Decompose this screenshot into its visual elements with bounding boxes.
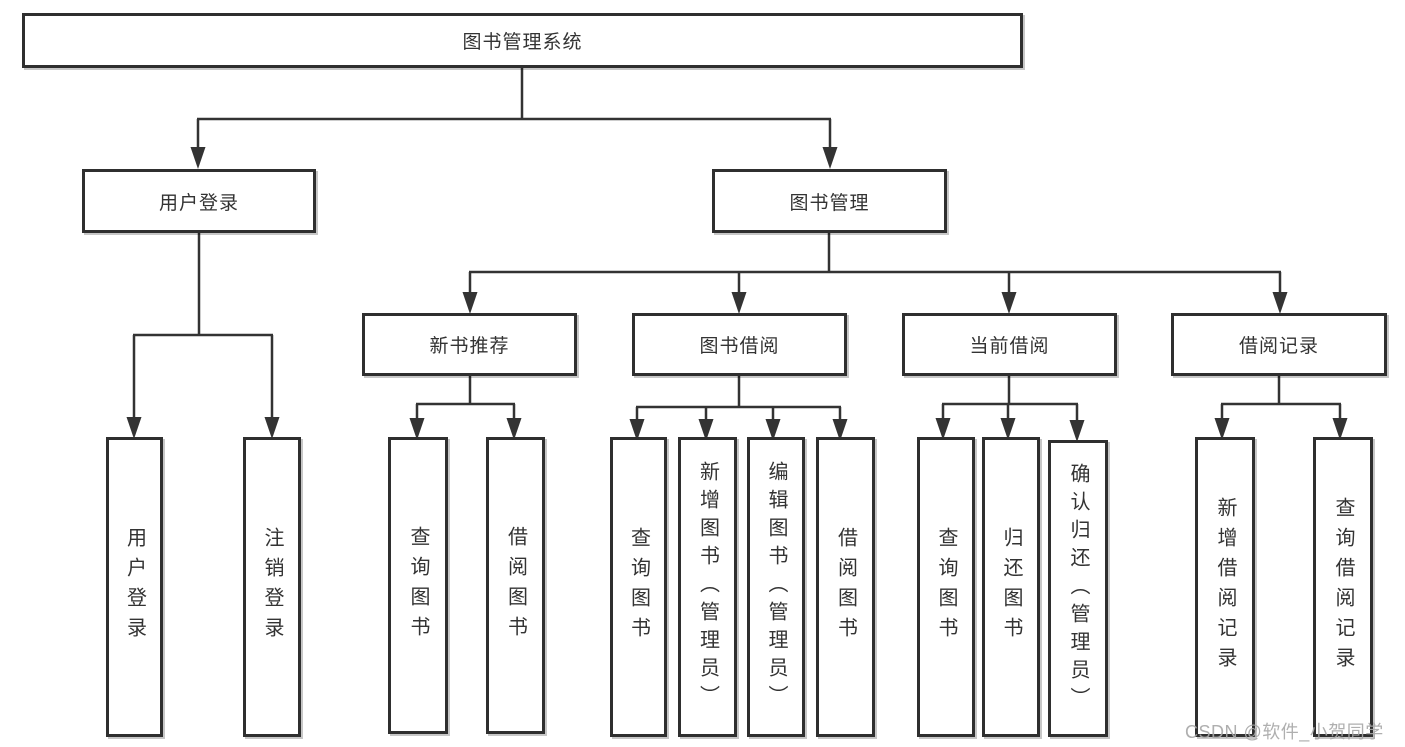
node-br-add-record: 新增借阅记录: [1195, 437, 1255, 737]
node-cb-query-books-label: 查询图书: [935, 527, 957, 647]
node-nb-borrow-books: 借阅图书: [486, 437, 545, 734]
node-nb-query-books-label: 查询图书: [407, 525, 429, 646]
node-br-query-record-label: 查询借阅记录: [1332, 497, 1354, 677]
node-user-login-label: 用户登录: [123, 527, 146, 647]
node-bb-add-books-admin-label: 新增图书（管理员）: [696, 461, 719, 713]
csdn-watermark: CSDN @软件_小贺同学: [1185, 722, 1384, 742]
node-bb-edit-books-admin: 编辑图书（管理员）: [747, 437, 805, 737]
arrowheads: [126, 147, 1348, 442]
node-cb-return-books-label: 归还图书: [1000, 527, 1022, 647]
node-cb-query-books: 查询图书: [917, 437, 975, 737]
node-bb-edit-books-admin-label: 编辑图书（管理员）: [765, 461, 787, 713]
node-br-add-record-label: 新增借阅记录: [1214, 497, 1236, 677]
node-logout: 注销登录: [243, 437, 301, 737]
node-bb-add-books-admin: 新增图书（管理员）: [678, 437, 737, 737]
node-bb-borrow-books-label: 借阅图书: [834, 527, 857, 647]
node-book-borrow: 图书借阅: [632, 313, 847, 376]
node-bb-borrow-books: 借阅图书: [816, 437, 875, 737]
node-nb-borrow-books-label: 借阅图书: [504, 525, 527, 646]
node-br-query-record: 查询借阅记录: [1313, 437, 1373, 737]
node-current-borrow: 当前借阅: [902, 313, 1117, 376]
node-library-system: 图书管理系统: [22, 13, 1023, 68]
node-bb-query-books-label: 查询图书: [627, 527, 650, 647]
node-new-book-recommend: 新书推荐: [362, 313, 577, 376]
node-cb-confirm-return-admin: 确认归还（管理员）: [1048, 440, 1108, 737]
node-bb-query-books: 查询图书: [610, 437, 667, 737]
node-cb-return-books: 归还图书: [982, 437, 1040, 737]
node-borrow-records: 借阅记录: [1171, 313, 1387, 376]
node-logout-label: 注销登录: [261, 527, 283, 647]
node-user-login: 用户登录: [106, 437, 163, 737]
node-user-login-group: 用户登录: [82, 169, 316, 233]
node-nb-query-books: 查询图书: [388, 437, 448, 734]
node-book-management: 图书管理: [712, 169, 947, 233]
node-cb-confirm-return-admin-label: 确认归还（管理员）: [1067, 462, 1089, 715]
